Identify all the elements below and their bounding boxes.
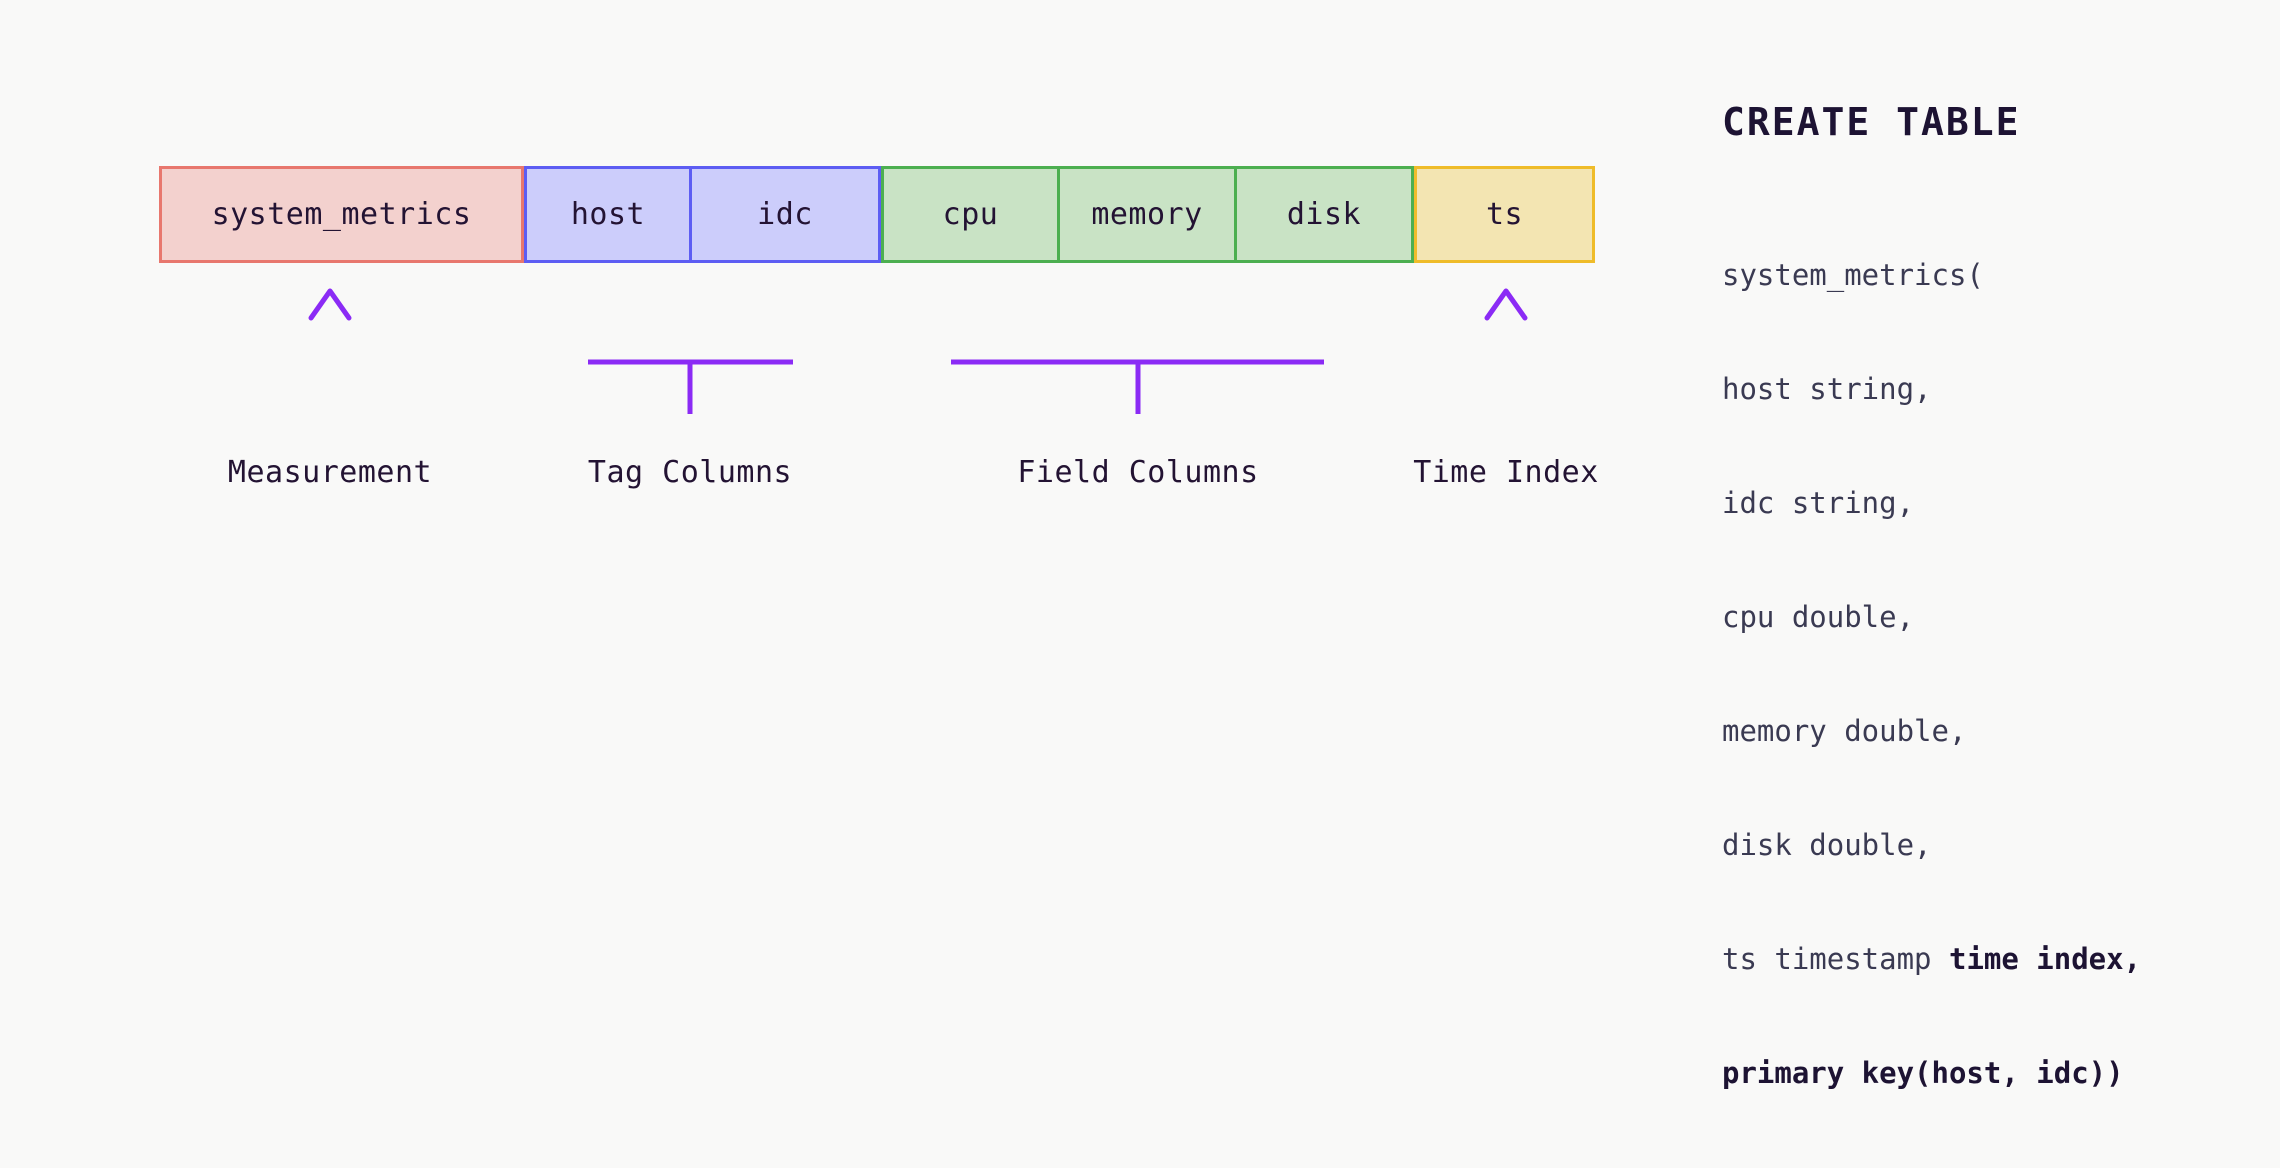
time-index-group: ts <box>1414 166 1595 263</box>
diagram-canvas: system_metrics host idc cpu memory disk … <box>159 100 2141 1090</box>
code-line: ts timestamp time index, <box>1722 942 2142 976</box>
label-field-columns: Field Columns <box>1017 455 1259 490</box>
code-line: primary key(host, idc)) <box>1722 1056 2124 1090</box>
column-cell-idc[interactable]: idc <box>689 169 878 260</box>
column-cell-disk[interactable]: disk <box>1234 169 1411 260</box>
column-cell-host[interactable]: host <box>570 197 646 232</box>
column-cell-system-metrics[interactable]: system_metrics <box>211 197 472 232</box>
column-cell-cpu[interactable]: cpu <box>942 197 999 232</box>
create-table-panel: CREATE TABLE system_metrics( host string… <box>1722 100 2242 1168</box>
create-table-statement: system_metrics( host string, idc string,… <box>1722 180 2242 1168</box>
code-line: disk double, <box>1722 828 1932 862</box>
schema-strip: system_metrics host idc cpu memory disk … <box>159 166 1595 263</box>
label-tag-columns: Tag Columns <box>587 455 793 490</box>
code-line: cpu double, <box>1722 600 1915 634</box>
column-cell-ts[interactable]: ts <box>1485 197 1524 232</box>
measurement-group: system_metrics <box>159 166 524 263</box>
label-time-index: Time Index <box>1413 455 1599 490</box>
field-columns-bracket-icon <box>950 300 1325 414</box>
code-line: idc string, <box>1722 486 1915 520</box>
time-index-arrow-icon <box>1484 288 1528 401</box>
code-line: memory double, <box>1722 714 1967 748</box>
tag-columns-bracket-icon <box>587 300 794 414</box>
code-line: system_metrics( <box>1722 258 1984 292</box>
label-measurement: Measurement <box>227 455 433 490</box>
tag-columns-group: host idc <box>524 166 881 263</box>
measurement-arrow-icon <box>308 288 352 401</box>
field-columns-group: cpu memory disk <box>881 166 1414 263</box>
create-table-title: CREATE TABLE <box>1722 100 2021 144</box>
column-cell-memory[interactable]: memory <box>1057 169 1234 260</box>
code-line: host string, <box>1722 372 1932 406</box>
